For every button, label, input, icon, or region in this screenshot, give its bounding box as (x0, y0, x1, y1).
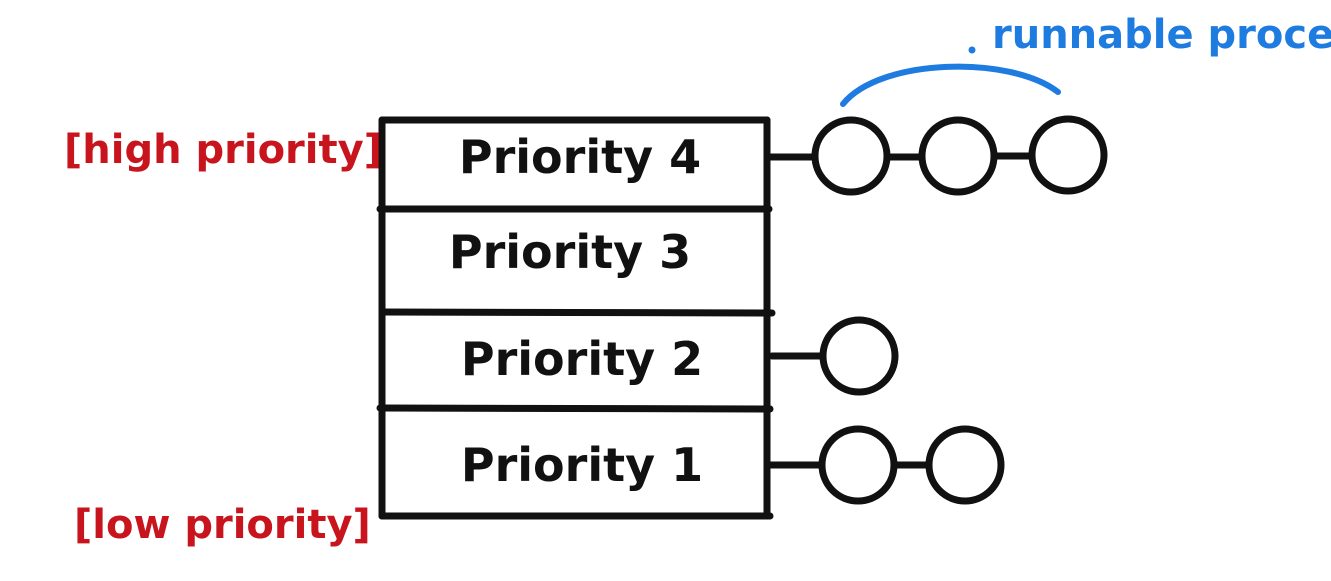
row-divider (376, 404, 774, 413)
priority-table (376, 116, 776, 520)
process-node (1028, 115, 1108, 195)
runnable-process-brace (840, 63, 1061, 107)
queue-chain-priority-1 (766, 425, 1005, 505)
row-divider (378, 308, 776, 317)
process-node (819, 316, 899, 396)
queue-label-priority-4: Priority 4 (459, 130, 701, 184)
runnable-process-annotation: runnable process (992, 12, 1331, 58)
process-node (818, 425, 898, 505)
brace-tip-dot (968, 46, 976, 54)
process-node (925, 425, 1005, 505)
queue-chain-priority-2 (768, 316, 899, 396)
queue-label-priority-2: Priority 2 (461, 332, 703, 386)
process-node (811, 116, 891, 196)
low-priority-label: [low priority] (74, 502, 371, 548)
queue-chain-priority-4 (763, 115, 1108, 196)
queue-label-priority-3: Priority 3 (449, 225, 691, 279)
process-node (918, 116, 998, 196)
high-priority-label: [high priority] (64, 127, 382, 173)
queue-label-priority-1: Priority 1 (461, 438, 703, 492)
